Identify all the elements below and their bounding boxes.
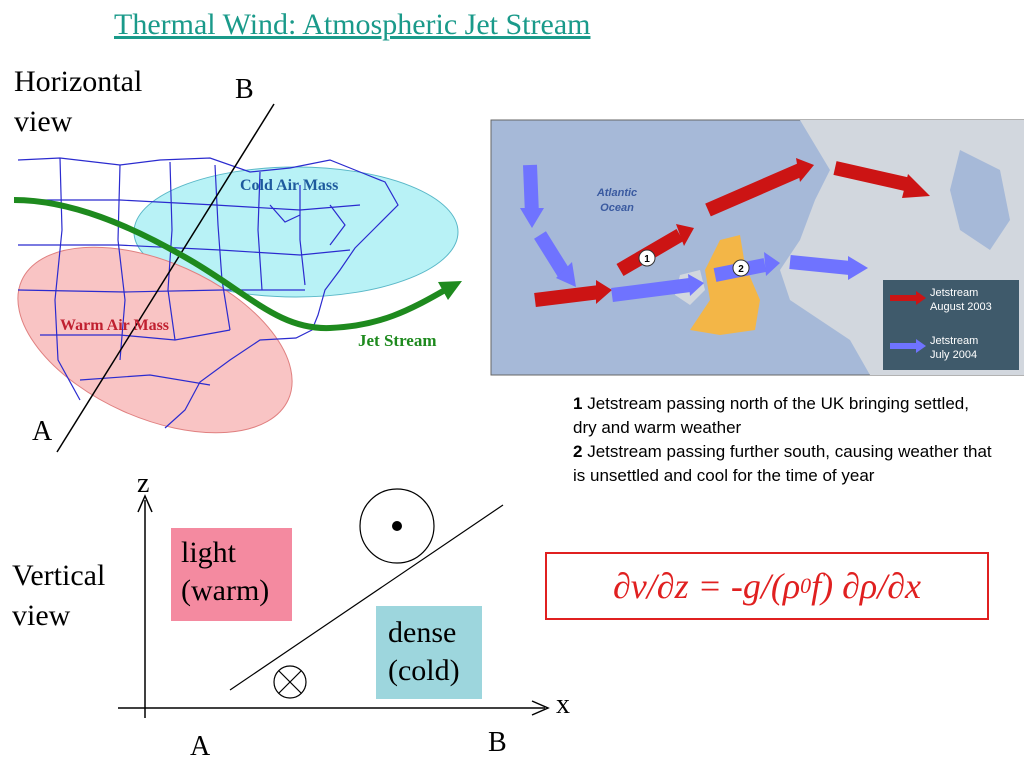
legend-2003-line1: Jetstream — [930, 287, 978, 299]
horizontal-point-b: B — [235, 74, 254, 105]
baltic-sea — [950, 150, 1010, 250]
x-axis-arrowhead — [531, 700, 550, 716]
legend-2003-line2: August 2003 — [930, 301, 992, 313]
vertical-point-b: B — [488, 727, 507, 758]
blue-arrowhead-4 — [764, 252, 780, 276]
blue-arrowhead-1 — [520, 208, 544, 228]
light-box-line2: (warm) — [181, 574, 270, 607]
vertical-point-a: A — [190, 731, 211, 762]
description-item-1-text: Jetstream passing north of the UK bringi… — [573, 394, 969, 437]
blue-arrowhead-2 — [556, 262, 576, 287]
red-arrowhead-4 — [902, 174, 930, 198]
jet-stream-arrowhead — [438, 281, 462, 300]
ocean-label-line2: Ocean — [600, 202, 634, 214]
description-item-1: 1 Jetstream passing north of the UK brin… — [573, 392, 993, 440]
description-item-2: 2 Jetstream passing further south, causi… — [573, 440, 993, 488]
red-arrowhead-3 — [796, 158, 814, 182]
slide-title: Thermal Wind: Atmospheric Jet Stream — [114, 8, 591, 41]
dense-box-line1: dense — [388, 616, 457, 649]
equation-rest: f) ∂ρ/∂x — [811, 566, 921, 606]
out-of-page-dot — [392, 521, 402, 531]
legend-arrowhead-2004 — [916, 339, 926, 353]
vertical-view-label: Vertical view — [12, 556, 105, 636]
description-item-2-number: 2 — [573, 442, 583, 461]
jet-stream-arrow — [13, 197, 447, 332]
horizontal-view-label: Horizontal view — [14, 62, 142, 142]
warm-air-mass-label: Warm Air Mass — [60, 317, 169, 334]
z-axis-arrowhead — [137, 494, 153, 513]
ocean-label-line1: Atlantic — [596, 187, 637, 199]
marker-1-label: 1 — [644, 254, 650, 265]
light-box-line1: light — [181, 536, 237, 569]
description-item-2-text: Jetstream passing further south, causing… — [573, 442, 992, 485]
state-borders — [17, 157, 399, 429]
cold-air-mass-label: Cold Air Mass — [240, 177, 338, 194]
jet-stream-label: Jet Stream — [358, 331, 437, 350]
vertical-view-label-line1: Vertical — [12, 559, 106, 592]
front-boundary-line — [229, 504, 504, 691]
legend-2004-line2: July 2004 — [930, 349, 977, 361]
vertical-view-diagram: z x A B — [118, 468, 570, 762]
legend-arrowhead-2003 — [916, 291, 926, 305]
marker-2-circle — [732, 259, 750, 277]
warm-air-mass — [17, 246, 293, 434]
ab-section-line — [56, 103, 275, 453]
horizontal-view-label-line1: Horizontal — [14, 65, 143, 98]
x-axis-label: x — [556, 689, 570, 720]
marker-1-circle — [638, 249, 656, 267]
jetstream-2004-path — [523, 164, 851, 302]
red-arrowhead-1 — [596, 280, 612, 304]
into-page-cross-2 — [278, 670, 302, 694]
legend-2004-line1: Jetstream — [930, 335, 978, 347]
dense-cold-box: dense (cold) — [376, 606, 482, 699]
out-of-page-symbol — [359, 488, 435, 564]
jetstream-description: 1 Jetstream passing north of the UK brin… — [573, 392, 993, 488]
z-axis-label: z — [137, 468, 149, 499]
equation-subscript: 0 — [800, 573, 812, 598]
dense-box-line2: (cold) — [388, 654, 460, 687]
vertical-view-label-line2: view — [12, 599, 71, 632]
light-warm-box: light (warm) — [171, 528, 292, 621]
description-item-1-number: 1 — [573, 394, 583, 413]
horizontal-view-label-line2: view — [14, 105, 73, 138]
blue-arrowhead-5 — [848, 256, 868, 280]
marker-2-label: 2 — [738, 264, 744, 275]
equation-main: ∂v/∂z = -g/(ρ — [613, 566, 801, 606]
blue-arrowhead-3 — [688, 274, 704, 296]
horizontal-point-a: A — [32, 416, 53, 447]
red-arrowhead-2 — [676, 224, 694, 246]
europe-jetstream-map: Atlantic Ocean 1 2 Jetstream August 2003… — [490, 119, 1024, 376]
into-page-symbol — [273, 665, 307, 699]
